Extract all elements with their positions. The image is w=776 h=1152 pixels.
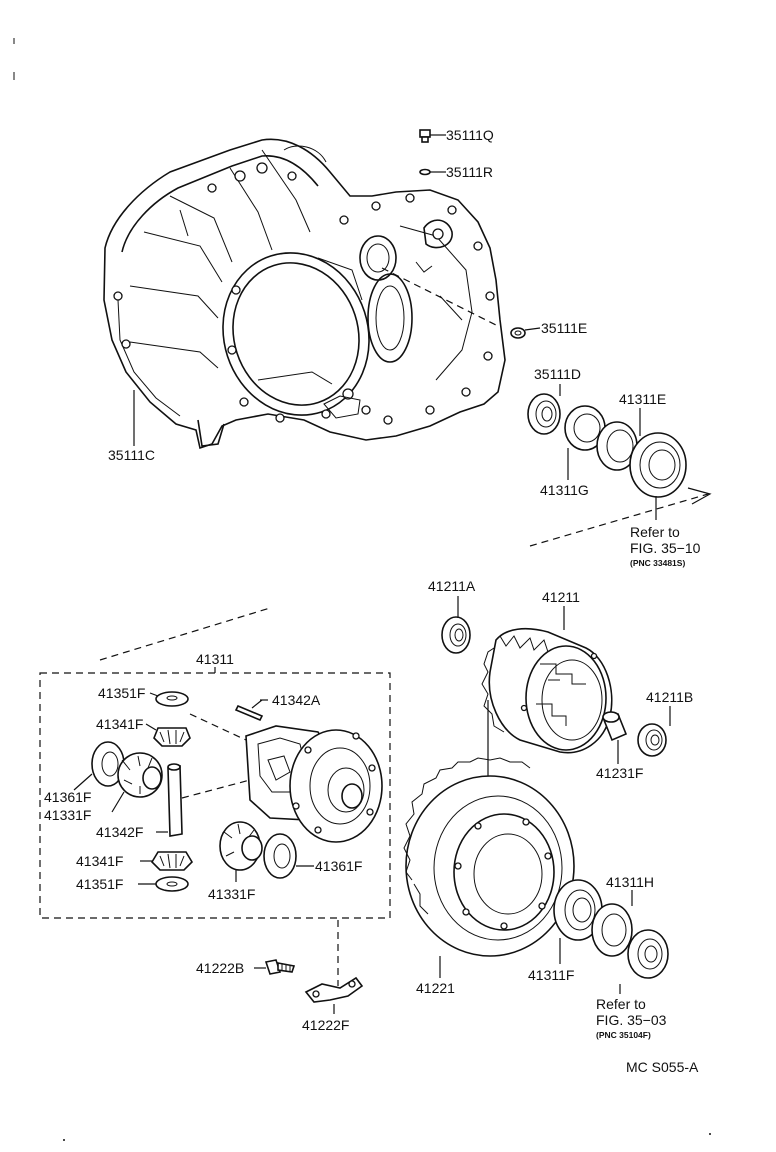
bolt-41222B (254, 959, 296, 975)
label-41311G: 41311G (540, 482, 589, 498)
label-41311H: 41311H (606, 874, 654, 890)
transaxle-case-drawing (103, 138, 506, 450)
label-41311: 41311 (196, 651, 234, 667)
pinion-gear-41341F-top (145, 723, 191, 747)
ref2-line2: FIG. 35−03 (596, 1012, 667, 1028)
pinion-gear-41341F-bottom (140, 851, 194, 871)
label-41211: 41211 (542, 589, 580, 605)
thrust-washer-41361F-left (73, 741, 125, 791)
reference-arrow-1 (529, 487, 712, 547)
lock-plate-41222F (304, 920, 364, 1014)
shim-41311H (591, 890, 669, 979)
label-35111R: 35111R (446, 164, 493, 180)
bearing-41211B (637, 706, 671, 757)
label-41211A: 41211A (428, 578, 476, 594)
thrust-washer-41351F-top (149, 691, 189, 707)
label-41341F-top: 41341F (96, 716, 143, 732)
label-41222F: 41222F (302, 1017, 349, 1033)
differential-case (181, 713, 383, 843)
label-35111Q: 35111Q (446, 127, 494, 143)
oil-seal-35111D (527, 384, 561, 435)
label-41342F: 41342F (96, 824, 143, 840)
label-41311E: 41311E (619, 391, 666, 407)
oring-35111E (510, 327, 541, 339)
bearing-41311E (596, 408, 687, 498)
drain-plug-35111Q (419, 129, 446, 143)
label-35111D: 35111D (534, 366, 581, 382)
label-41361F-left: 41361F (44, 789, 91, 805)
ref1-line3: (PNC 33481S) (630, 558, 685, 568)
label-41222B: 41222B (196, 960, 244, 976)
label-41231F: 41231F (596, 765, 643, 781)
pin-41342A (234, 699, 268, 722)
label-41341F-bottom: 41341F (76, 853, 123, 869)
label-41331F-left: 41331F (44, 807, 91, 823)
pinion-shaft-41342F (156, 763, 183, 837)
thrust-washer-41361F-right (263, 833, 314, 879)
label-35111E: 35111E (541, 320, 587, 336)
thrust-washer-41351F-bottom (138, 876, 189, 892)
ref2-line3: (PNC 35104F) (596, 1030, 651, 1040)
bearing-41211A (441, 596, 471, 654)
gear-drum-41211 (481, 606, 613, 754)
gasket-35111R (419, 168, 446, 176)
label-41221: 41221 (416, 980, 455, 996)
label-41211B: 41211B (646, 689, 693, 705)
bearing-41311F (553, 879, 603, 964)
label-41342A: 41342A (272, 692, 321, 708)
ref1-line2: FIG. 35−10 (630, 540, 701, 556)
figure-code: MC S055-A (626, 1059, 699, 1075)
label-41351F-top: 41351F (98, 685, 145, 701)
label-41361F-right: 41361F (315, 858, 362, 874)
label-35111C: 35111C (108, 447, 155, 463)
side-gear-41331F-left (111, 752, 163, 813)
label-41311F: 41311F (528, 967, 574, 983)
ref2-line1: Refer to (596, 996, 646, 1012)
side-gear-41331F-right (219, 821, 263, 882)
scan-marks (13, 38, 711, 1141)
label-41351F-bottom: 41351F (76, 876, 123, 892)
bushing-41231F (602, 711, 628, 764)
ref1-line1: Refer to (630, 524, 680, 540)
ring-gear-41221 (403, 757, 575, 978)
label-41331F-right: 41331F (208, 886, 255, 902)
